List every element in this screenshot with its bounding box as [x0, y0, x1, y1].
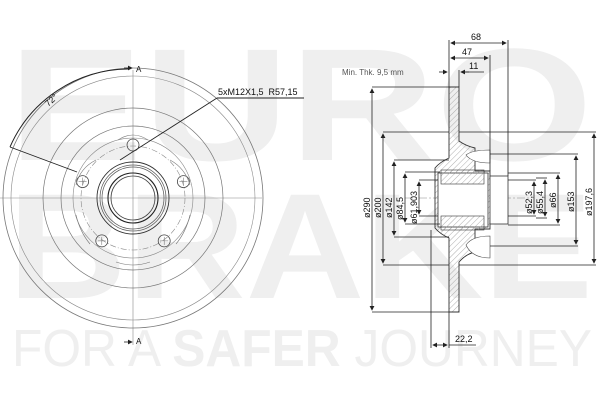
bolt-pattern-leader [119, 97, 218, 161]
dim-offset: 22,2 [455, 334, 473, 344]
disc-outer-edge [2, 67, 264, 329]
section-view: 68 47 11 Min. Thk. 9,5 mm 22,2 ø290 ø200… [342, 32, 597, 348]
bolt-pattern-label: 5xM12X1,5 R57,15 [218, 87, 298, 97]
hub-flange [96, 161, 170, 235]
dim-dia-52-3: ø52,3 [524, 191, 534, 214]
dim-dia-55-4: ø55,4 [535, 191, 545, 214]
dim-overall-depth: 68 [471, 32, 481, 42]
min-thickness-label: Min. Thk. 9,5 mm [342, 68, 404, 77]
dim-dia-66: ø66 [548, 192, 558, 208]
bolt-hole [176, 175, 190, 189]
dim-dia-61-903: ø61,903 [409, 191, 419, 224]
center-bore [107, 172, 159, 224]
front-view: 72° A A 5xM12X1,5 R57,15 [0, 65, 304, 346]
dim-dia-153: ø153 [566, 191, 576, 212]
angle-arc [9, 68, 129, 148]
dim-dia-200: ø200 [373, 197, 383, 218]
section-marker-top: A [136, 65, 142, 74]
disc-inner-friction-edge [10, 75, 256, 321]
disc-hat-edge [42, 107, 224, 289]
watermark-tagline: FOR A SAFER JOURNEY [12, 320, 592, 378]
dim-disc-thickness: 11 [469, 61, 478, 71]
bolt-hole [126, 138, 140, 152]
dim-dia-84-5: ø84,5 [395, 197, 405, 220]
dim-hub-depth: 47 [462, 47, 472, 57]
dim-dia-197-6: ø197,6 [584, 188, 594, 216]
bolt-hole [76, 175, 89, 189]
bolt-hole [157, 234, 171, 248]
angle-label: 72° [43, 92, 60, 109]
dim-dia-290: ø290 [362, 197, 372, 218]
bolt-hole [95, 234, 109, 248]
dim-dia-142: ø142 [384, 197, 394, 218]
bolt-holes [76, 138, 190, 248]
section-marker-bottom: A [136, 337, 142, 346]
